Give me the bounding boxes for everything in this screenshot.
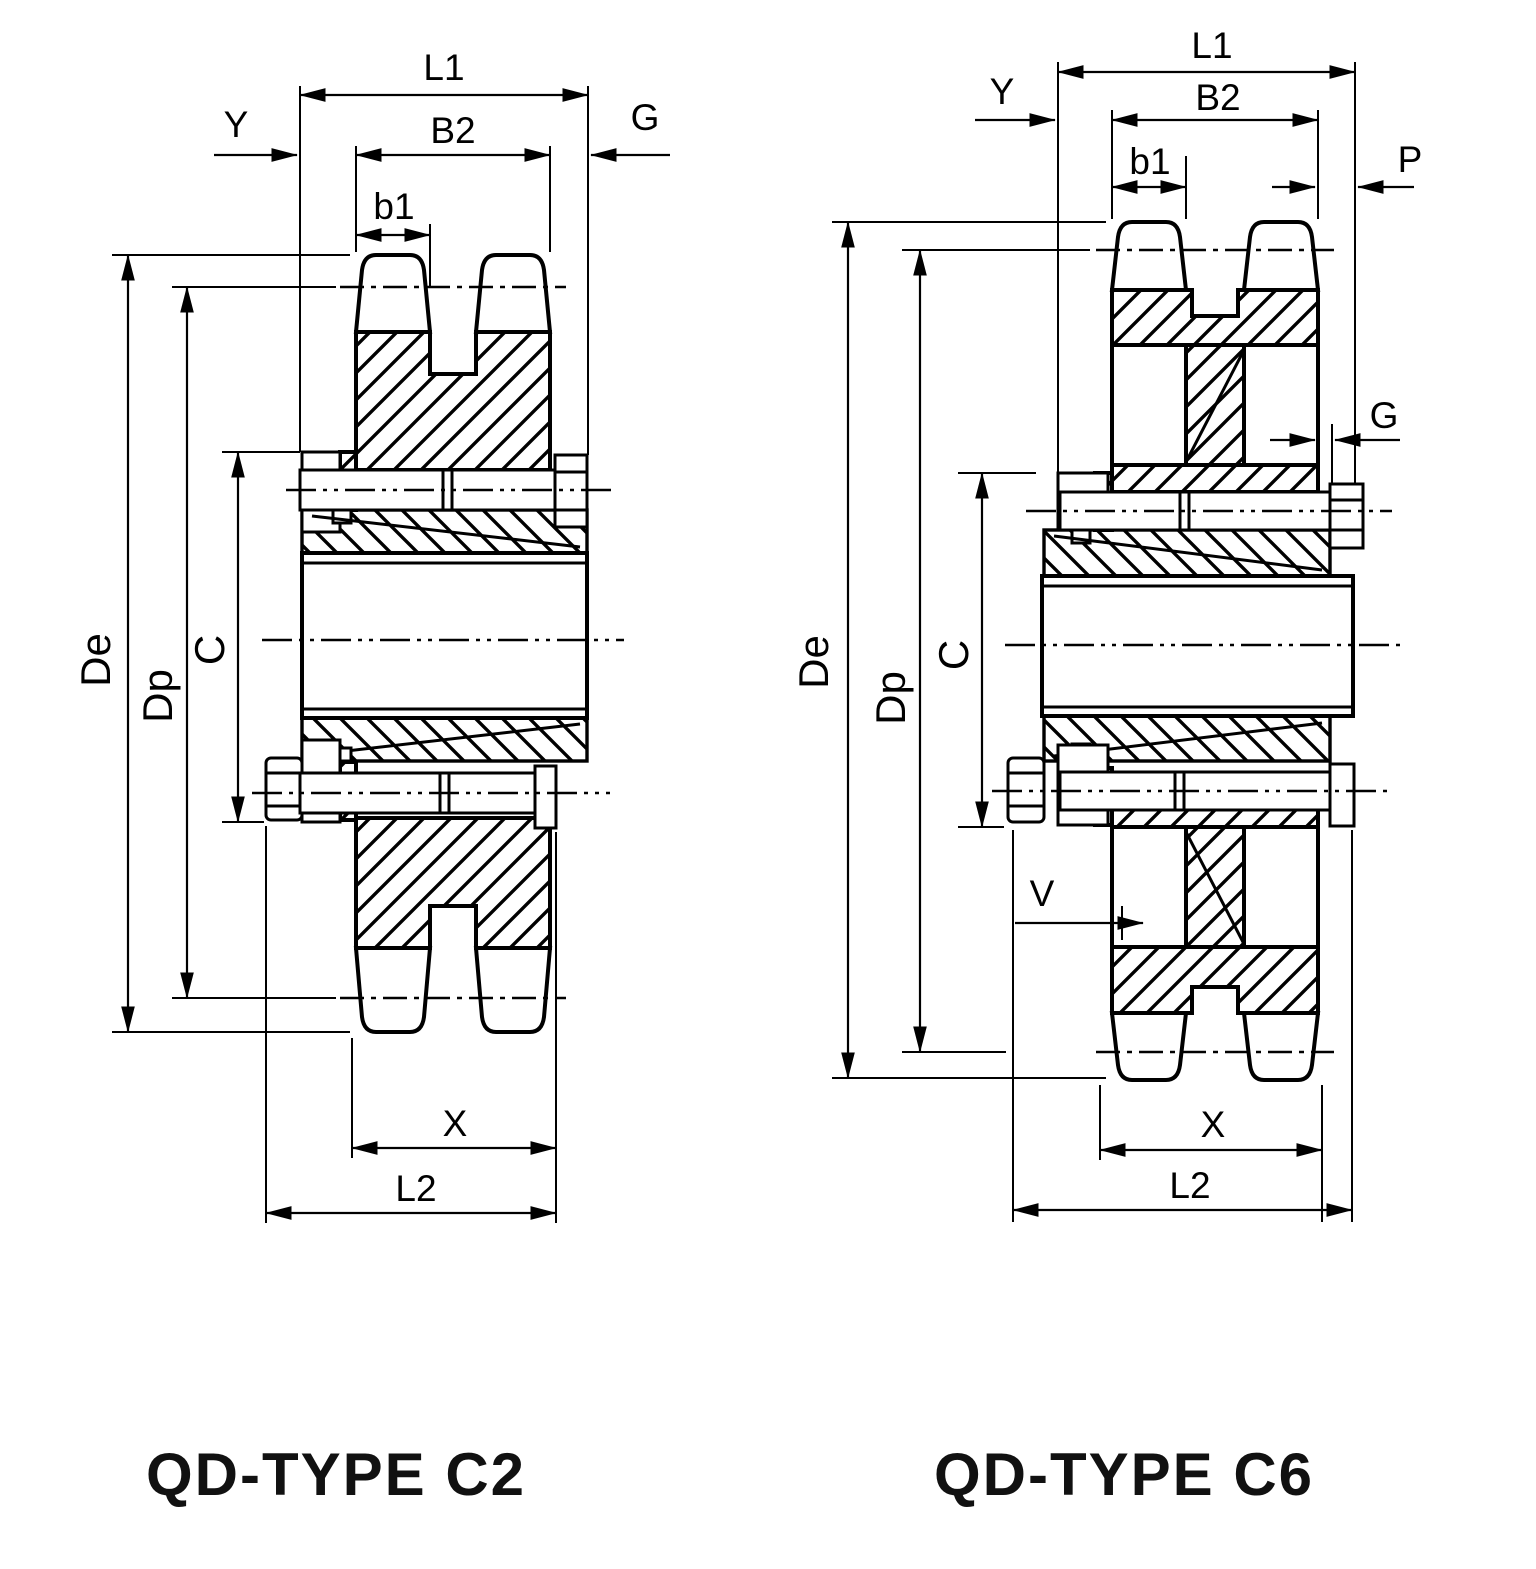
right-drawing-title: QD-TYPE C6	[933, 1441, 1315, 1508]
c2-label-x: X	[443, 1103, 468, 1144]
c6-dimension-lines	[841, 65, 1414, 1217]
c2-upper-plate-section	[354, 330, 552, 472]
c2-lower-bolt-head	[264, 756, 304, 822]
c2-label-l2: L2	[395, 1168, 436, 1209]
c2-lower-nut	[533, 764, 558, 830]
c6-label-l2: L2	[1169, 1165, 1210, 1206]
c6-label-l1: L1	[1191, 25, 1232, 66]
c6-label-dp: Dp	[867, 671, 914, 725]
c2-label-de: De	[72, 633, 119, 687]
c6-label-b1: b1	[1129, 141, 1170, 182]
c2-tooth-bottom-right	[473, 946, 553, 1034]
c6-label-c: C	[930, 640, 977, 670]
c2-extension-lines	[112, 86, 589, 1223]
c6-upper-recess-pocket-left	[1110, 343, 1188, 467]
c2-label-y: Y	[224, 104, 249, 145]
c6-lower-web-diagonal	[1184, 831, 1246, 945]
c6-label-g: G	[1370, 395, 1399, 436]
c6-tooth-bottom-left	[1109, 1011, 1189, 1082]
c2-label-b2: B2	[430, 110, 475, 151]
qd-type-c2-drawing: L1 B2 Y G b1 De Dp C X L2	[72, 47, 670, 1223]
c2-dimension-labels: L1 B2 Y G b1 De Dp C X L2	[72, 47, 659, 1209]
c2-label-dp: Dp	[134, 669, 181, 723]
c6-upper-web-diagonal	[1184, 349, 1246, 463]
c2-upper-taper-split-line	[311, 514, 581, 549]
c2-tooth-top-right	[473, 253, 553, 334]
c2-label-b1: b1	[373, 186, 414, 227]
c6-label-b2: B2	[1195, 77, 1240, 118]
c6-tooth-top-left	[1109, 220, 1189, 292]
c6-label-p: P	[1398, 139, 1423, 180]
c6-centerlines	[992, 248, 1400, 1054]
c2-tooth-top-left	[353, 253, 433, 334]
c6-extension-lines	[832, 62, 1356, 1222]
c6-dimension-labels: L1 B2 Y b1 P G De Dp C V X L2	[790, 25, 1422, 1206]
c6-upper-hub-band	[1110, 463, 1320, 494]
c6-label-y: Y	[990, 71, 1015, 112]
c2-label-l1: L1	[423, 47, 464, 88]
c6-lower-recess-pocket-right	[1242, 825, 1320, 949]
c6-upper-taper-split-line	[1053, 534, 1323, 572]
c6-label-de: De	[790, 635, 837, 689]
c2-label-c: C	[186, 635, 233, 665]
c2-tooth-bottom-left	[353, 946, 433, 1034]
c2-centerlines	[252, 285, 624, 1000]
c6-tooth-bottom-right	[1241, 1011, 1321, 1082]
c2-lower-taper-split-line	[311, 722, 581, 757]
c6-upper-nut	[1328, 482, 1365, 550]
c6-label-v: V	[1030, 873, 1055, 914]
c6-upper-recess-pocket-right	[1242, 343, 1320, 467]
c6-lower-recess-pocket-left	[1110, 825, 1188, 949]
c6-upper-rim-section	[1110, 288, 1320, 347]
qd-type-c6-drawing: L1 B2 Y b1 P G De Dp C V X L2	[790, 25, 1422, 1222]
c6-tooth-top-right	[1241, 220, 1321, 292]
c6-lower-nut	[1328, 762, 1356, 828]
c2-dimension-lines	[121, 88, 670, 1220]
c2-bore	[300, 551, 589, 720]
c6-label-x: X	[1201, 1104, 1226, 1145]
c6-lower-rim-section	[1110, 945, 1320, 1015]
c2-lower-plate-section	[354, 816, 552, 950]
c2-label-g: G	[631, 97, 660, 138]
left-drawing-title: QD-TYPE C2	[145, 1441, 527, 1508]
c2-white-parts	[264, 253, 589, 1034]
